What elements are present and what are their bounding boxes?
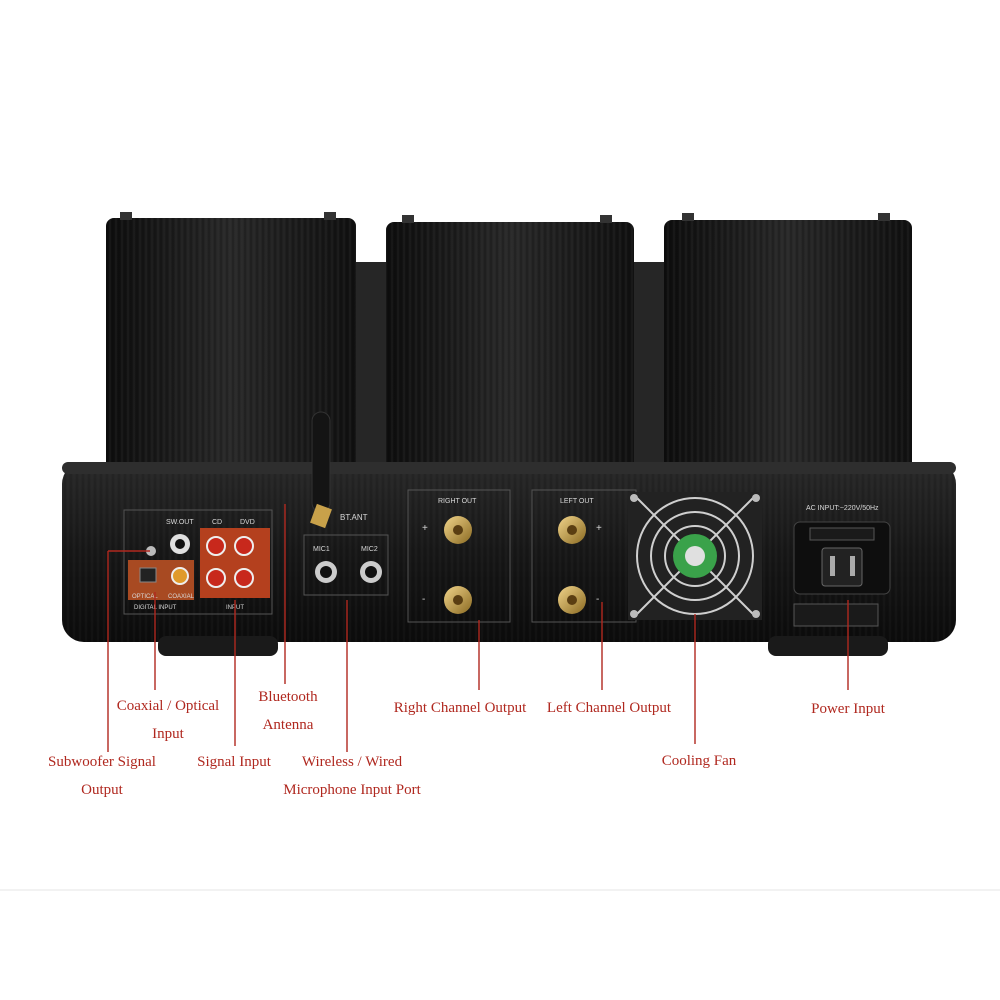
dvd-text: DVD [240, 519, 255, 526]
rca-cd-r [206, 568, 226, 588]
warning-label [793, 603, 879, 627]
svg-text:+: + [422, 523, 428, 534]
sw-out-text: SW.OUT [166, 519, 194, 526]
power-inlet: AC INPUT:~220V/50Hz [793, 505, 891, 627]
svg-text:+: + [596, 523, 602, 534]
foot-left [158, 636, 278, 656]
label-right-channel: Right Channel Output [393, 700, 527, 716]
rca-dvd-l [234, 536, 254, 556]
ground-screw [146, 546, 156, 556]
cd-text: CD [212, 519, 222, 526]
right-out-block: RIGHT OUT + - [407, 489, 511, 623]
svg-text:-: - [422, 594, 425, 605]
bluetooth-antenna [310, 411, 332, 529]
svg-text:-: - [596, 594, 599, 605]
label-cooling-fan: Cooling Fan [661, 753, 737, 769]
mic-block: MIC1 MIC2 [303, 534, 389, 596]
right-out-text: RIGHT OUT [438, 498, 477, 505]
transformer-right [664, 213, 912, 480]
mic2-text: MIC2 [361, 546, 378, 553]
ac-input-text: AC INPUT:~220V/50Hz [806, 505, 879, 512]
bt-ant-text: BT.ANT [340, 513, 368, 522]
label-signal-input: Signal Input [197, 754, 271, 770]
transformer-left [106, 212, 356, 478]
left-out-text: LEFT OUT [560, 498, 594, 505]
rca-cd-l [206, 536, 226, 556]
transformer-center [386, 215, 634, 480]
rca-dvd-r [234, 568, 254, 588]
optical-text: OPTICAL [132, 594, 158, 600]
input-block: SW.OUT CD DVD OPTICAL COAXIAL DIGITAL IN… [123, 509, 273, 615]
optical-port [139, 567, 157, 583]
foot-right [768, 636, 888, 656]
label-power-input: Power Input [811, 701, 885, 717]
coaxial-text: COAXIAL [168, 594, 195, 600]
leader-lines [107, 504, 849, 752]
label-left-channel: Left Channel Output [546, 700, 672, 716]
mic1-text: MIC1 [313, 546, 330, 553]
coaxial-port [171, 567, 189, 585]
cooling-fan [628, 492, 762, 620]
left-out-block: LEFT OUT + - [531, 489, 637, 623]
